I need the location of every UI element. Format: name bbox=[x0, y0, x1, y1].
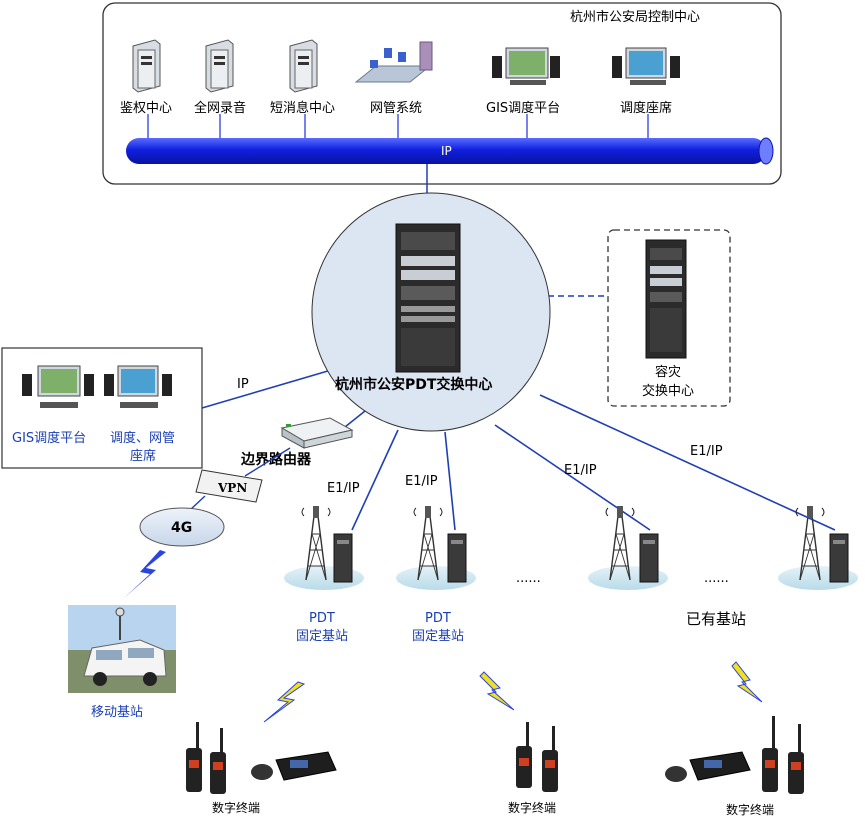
node-label-seat: 调度座席 bbox=[620, 100, 672, 116]
base-station-tower-icon bbox=[396, 506, 476, 590]
link-label-e1ip-4: E1/IP bbox=[690, 444, 723, 459]
terminal-label-1: 数字终端 bbox=[212, 800, 260, 815]
terminal-label-2: 数字终端 bbox=[508, 800, 556, 815]
link-label-e1ip-1: E1/IP bbox=[327, 481, 360, 496]
vpn-tunnel-icon: VPN bbox=[195, 469, 263, 503]
dispatch-seat-icon bbox=[612, 47, 680, 85]
server-icon bbox=[132, 39, 161, 93]
server-icon bbox=[289, 39, 318, 93]
lightning-icon bbox=[263, 681, 306, 723]
base-station-tower-icon bbox=[588, 506, 668, 590]
link-label-e1ip-3: E1/IP bbox=[564, 463, 597, 478]
switch-center-label: 杭州市公安PDT交换中心 bbox=[335, 376, 492, 393]
node-label-recording: 全网录音 bbox=[194, 100, 246, 116]
4g-cloud bbox=[139, 507, 225, 547]
pdt-station-2-line1: PDT bbox=[425, 611, 451, 626]
node-label-gis: GIS调度平台 bbox=[486, 100, 560, 116]
vehicle-radio-icon bbox=[251, 751, 337, 781]
node-label-nms: 网管系统 bbox=[370, 101, 422, 116]
pdt-station-1-line2: 固定基站 bbox=[296, 629, 348, 644]
mobile-station-vehicle-image bbox=[68, 605, 176, 693]
bus-drops bbox=[147, 114, 649, 140]
existing-stations-label: 已有基站 bbox=[686, 610, 746, 628]
remote-seat-line1: 调度、网管 bbox=[110, 430, 175, 446]
border-router-icon bbox=[280, 417, 354, 449]
ellipsis-2: ...... bbox=[704, 571, 729, 586]
disaster-rack-icon bbox=[645, 239, 687, 359]
4g-label: 4G bbox=[171, 520, 192, 536]
gis-workstation-icon bbox=[22, 365, 94, 408]
mobile-station-label: 移动基站 bbox=[91, 705, 143, 720]
vpn-label: VPN bbox=[217, 481, 247, 495]
base-station-tower-icon bbox=[284, 506, 364, 590]
terminal-label-3: 数字终端 bbox=[726, 802, 774, 817]
control-center-title: 杭州市公安局控制中心 bbox=[570, 9, 700, 25]
vehicle-radio-icon bbox=[665, 751, 751, 782]
radio-terminal-icon bbox=[762, 716, 804, 794]
switch-rack-icon bbox=[395, 223, 461, 373]
base-station-tower-icon bbox=[778, 506, 858, 590]
ellipsis-1: ...... bbox=[516, 571, 541, 586]
node-label-sms: 短消息中心 bbox=[270, 100, 335, 116]
pdt-station-1-line1: PDT bbox=[309, 611, 335, 626]
remote-link-label: IP bbox=[237, 377, 249, 392]
node-label-auth: 鉴权中心 bbox=[120, 100, 172, 116]
link-label-e1ip-2: E1/IP bbox=[405, 474, 438, 489]
router-vpn-line bbox=[244, 447, 291, 477]
server-icon bbox=[205, 39, 234, 93]
network-management-icon bbox=[354, 41, 433, 83]
dispatch-seat-icon bbox=[104, 365, 172, 408]
disaster-center-line1: 容灾 bbox=[655, 364, 681, 380]
gis-workstation-icon bbox=[492, 47, 560, 85]
vpn-4g-line bbox=[189, 495, 206, 511]
lightning-icon bbox=[731, 661, 763, 703]
ip-bus: IP bbox=[126, 137, 774, 165]
remote-seat-line2: 座席 bbox=[130, 448, 156, 464]
radio-terminal-icon bbox=[186, 722, 226, 794]
remote-dispatch-frame bbox=[1, 347, 203, 469]
radio-terminal-icon bbox=[516, 722, 558, 792]
remote-gis-label: GIS调度平台 bbox=[12, 430, 86, 446]
border-router-label: 边界路由器 bbox=[240, 451, 312, 468]
ip-bus-label: IP bbox=[441, 144, 452, 158]
lightning-icon bbox=[479, 671, 515, 711]
disaster-center-line2: 交换中心 bbox=[642, 383, 694, 399]
lightning-icon bbox=[124, 550, 166, 598]
pdt-station-2-line2: 固定基站 bbox=[412, 629, 464, 644]
